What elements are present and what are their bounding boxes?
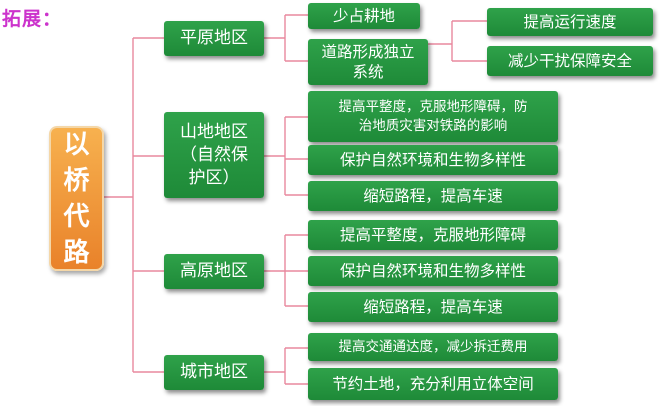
plain-effect-speed-text: 提高运行速度 xyxy=(523,13,617,31)
root-node: 以 桥 代 路 xyxy=(49,126,104,271)
plateau-leaf-speed-text: 缩短路程，提高车速 xyxy=(363,298,503,316)
mountain-leaf-line: 提高平整度，克服地形障碍，防 xyxy=(338,98,528,115)
plateau-leaf-terrain-text: 提高平整度，克服地形障碍 xyxy=(339,226,526,244)
mountain-leaf-speed-text: 缩短路程，提高车速 xyxy=(363,187,503,205)
mountain-leaf-speed: 缩短路程，提高车速 xyxy=(308,181,558,211)
page-title: 拓展： xyxy=(2,8,63,30)
root-char: 以 xyxy=(63,129,90,160)
region-city: 城市地区 xyxy=(164,355,264,390)
city-leaf-land-text: 节约土地，充分利用立体空间 xyxy=(332,375,534,393)
region-plain: 平原地区 xyxy=(164,21,264,56)
plateau-leaf-speed: 缩短路程，提高车速 xyxy=(308,292,558,322)
plain-effect-safety-text: 减少干扰保障安全 xyxy=(507,52,632,70)
region-plateau-label: 高原地区 xyxy=(180,261,248,281)
root-char: 代 xyxy=(63,201,90,232)
mountain-leaf-line: 治地质灾害对铁路的影响 xyxy=(358,117,508,134)
plain-effect-safety: 减少干扰保障安全 xyxy=(487,46,653,76)
city-leaf-accessibility: 提高交通通达度，减少拆迁费用 xyxy=(308,333,558,361)
mountain-leaf-environment-text: 保护自然环境和生物多样性 xyxy=(339,151,526,169)
plain-leaf-farmland: 少占耕地 xyxy=(308,3,420,29)
region-mountain: 山地地区 （自然保 护区） xyxy=(164,112,264,198)
plain-leaf-line: 道路形成独立 xyxy=(321,43,415,61)
region-city-label: 城市地区 xyxy=(180,362,248,382)
plateau-leaf-environment: 保护自然环境和生物多样性 xyxy=(308,256,558,286)
mountain-leaf-terrain: 提高平整度，克服地形障碍，防 治地质灾害对铁路的影响 xyxy=(308,91,558,142)
root-char: 桥 xyxy=(63,165,90,196)
region-mountain-label-line: （自然保 xyxy=(180,144,248,165)
root-char: 路 xyxy=(63,237,90,268)
plateau-leaf-terrain: 提高平整度，克服地形障碍 xyxy=(308,220,558,250)
city-leaf-land: 节约土地，充分利用立体空间 xyxy=(308,368,558,400)
plain-leaf-line: 系统 xyxy=(352,63,384,81)
plain-effect-speed: 提高运行速度 xyxy=(487,8,653,36)
region-mountain-label-line: 护区） xyxy=(188,167,240,188)
city-leaf-accessibility-text: 提高交通通达度，减少拆迁费用 xyxy=(338,338,528,355)
plain-leaf-independent-system: 道路形成独立 系统 xyxy=(308,39,428,85)
region-plateau: 高原地区 xyxy=(164,254,264,289)
region-mountain-label-line: 山地地区 xyxy=(180,121,248,142)
mountain-leaf-environment: 保护自然环境和生物多样性 xyxy=(308,145,558,175)
plateau-leaf-environment-text: 保护自然环境和生物多样性 xyxy=(339,262,526,280)
plain-leaf-farmland-text: 少占耕地 xyxy=(332,7,395,25)
region-plain-label: 平原地区 xyxy=(180,28,248,48)
